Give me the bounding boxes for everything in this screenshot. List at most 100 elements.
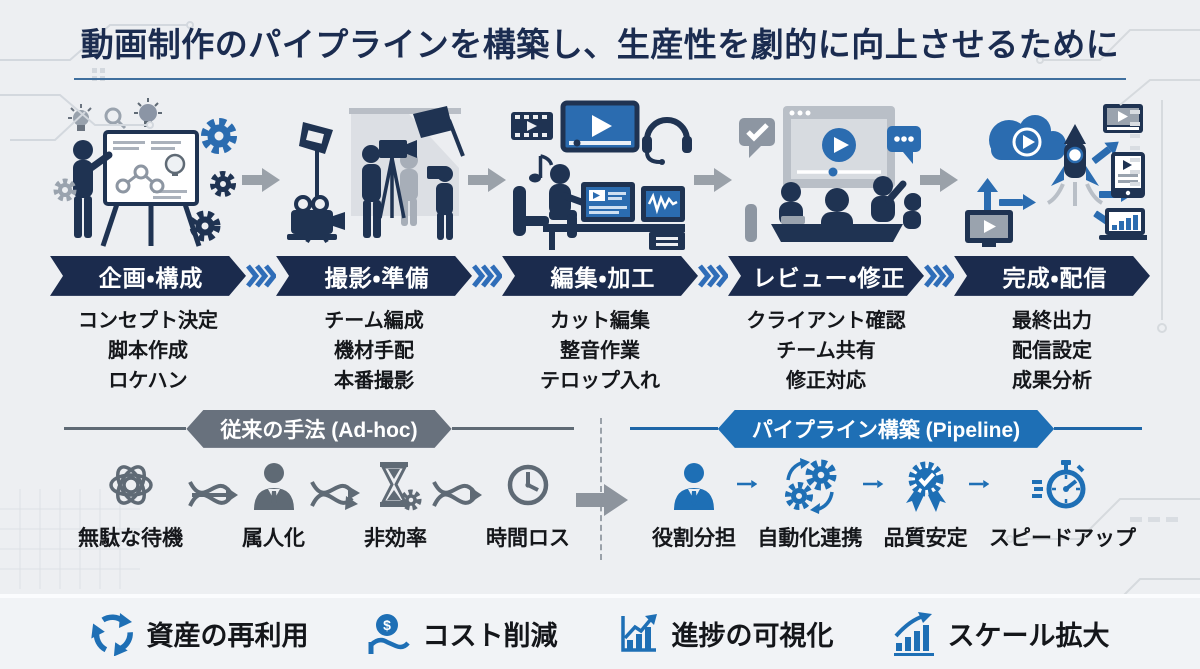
bullet-item: 修正対応 — [786, 369, 866, 392]
video-player-icon — [560, 100, 640, 153]
arrow-icon — [863, 479, 884, 488]
bullet-item: 成果分析 — [1012, 369, 1092, 392]
stage-bullets: クライアント確認 チーム共有 修正対応 — [728, 306, 924, 396]
stage-label: 企画・構成 — [98, 264, 204, 291]
tripod — [378, 157, 406, 219]
triple-chevron-icon — [924, 264, 954, 288]
adhoc-panel: 従来の手法 (Ad-hoc) 無駄な待機 — [50, 410, 600, 562]
benefit-label: 進捗の可視化 — [671, 621, 834, 651]
gear-icon — [805, 459, 837, 491]
adhoc-item: 無駄な待機 — [78, 458, 183, 552]
music-note-icon — [529, 154, 554, 183]
adhoc-item: 属人化 — [242, 458, 305, 552]
progress-chart-icon — [620, 613, 657, 652]
hourglass-gear-icon — [379, 461, 421, 511]
drawer-icon — [649, 231, 685, 250]
comparison-divider — [600, 417, 602, 560]
stage-banner-delivery: 完成・配信 — [954, 256, 1150, 296]
stage-bullets: チーム編成 機材手配 本番撮影 — [276, 306, 472, 396]
benefit-label: コスト削減 — [422, 621, 558, 651]
pipeline-item: 自動化連携 — [757, 457, 862, 552]
bullet-item: 本番撮影 — [334, 369, 414, 392]
stage-label: 撮影・準備 — [324, 264, 430, 291]
bullet-item: チーム共有 — [776, 339, 876, 362]
quality-badge-icon — [905, 461, 946, 512]
header-line — [630, 427, 718, 431]
pipeline-header: パイプライン構築 (Pipeline) — [630, 410, 1143, 448]
right-arrow-icon — [468, 167, 506, 192]
film-projector-icon — [287, 194, 345, 240]
adhoc-header: 従来の手法 (Ad-hoc) — [64, 410, 574, 448]
filmstrip-icon — [511, 111, 553, 140]
gears-sync-icon — [784, 457, 837, 514]
editing-illustration — [502, 98, 698, 250]
bulb-sketch-icon — [164, 153, 186, 176]
stage-banner-review: レビュー・修正 — [728, 256, 924, 296]
desk — [543, 223, 685, 232]
shooting-illustration — [276, 98, 472, 250]
laptop-icon — [781, 215, 805, 224]
benefit-item: $ コスト削減 — [367, 612, 558, 656]
tablet-icon — [1111, 151, 1145, 198]
pipeline-panel: パイプライン構築 (Pipeline) 役割分担 — [600, 410, 1150, 562]
page-title: 動画制作のパイプラインを構築し、生産性を劇的に向上させるために — [80, 26, 1120, 63]
pipeline-item: スピードアップ — [989, 458, 1136, 552]
bullet-item: ロケハン — [108, 369, 188, 392]
camera-operator-silhouette — [362, 139, 417, 238]
person-icon — [253, 462, 294, 510]
stage-gap — [920, 98, 958, 396]
gear-icon — [53, 178, 77, 202]
laptop-chart-icon — [1099, 207, 1147, 240]
review-meeting-icon — [739, 105, 921, 242]
triple-chevron-icon — [698, 264, 728, 288]
adhoc-items: 無駄な待機 属人化 — [50, 458, 600, 552]
benefit-item: 進捗の可視化 — [616, 612, 834, 656]
chair — [745, 203, 757, 242]
stage-gap — [468, 98, 506, 396]
gear-icon — [189, 210, 221, 242]
adhoc-item: 時間ロス — [486, 458, 570, 552]
cost-hand-icon: $ — [368, 613, 410, 654]
comparison-section: 従来の手法 (Ad-hoc) 無駄な待機 — [50, 410, 1150, 562]
pipeline-header-label: パイプライン構築 (Pipeline) — [751, 418, 1021, 442]
pipeline-item: 品質安定 — [884, 458, 968, 552]
pipeline-item-label: スピードアップ — [988, 526, 1136, 550]
bullet-item: テロップ入れ — [540, 369, 660, 392]
gear-icon — [400, 489, 421, 511]
stage-bullets: カット編集 整音作業 テロップ入れ — [502, 306, 698, 396]
stage-gap — [242, 98, 280, 396]
gear-icon — [210, 170, 236, 197]
stage-gap — [694, 98, 732, 396]
presentation-screen — [783, 105, 895, 188]
bullet-item: 脚本作成 — [108, 339, 188, 362]
adhoc-header-badge: 従来の手法 (Ad-hoc) — [186, 410, 451, 448]
person-icon — [674, 462, 714, 510]
adhoc-item: 非効率 — [364, 458, 427, 552]
review-illustration — [728, 98, 924, 250]
right-arrow-icon — [694, 167, 732, 192]
benefit-item: 資産の再利用 — [90, 612, 309, 656]
stage-review: レビュー・修正 クライアント確認 チーム共有 修正対応 — [728, 98, 924, 396]
adhoc-item-label: 属人化 — [242, 526, 305, 550]
bullet-item: 配信設定 — [1012, 339, 1092, 362]
right-arrow-icon — [242, 167, 280, 192]
bullet-item: チーム編成 — [324, 309, 424, 332]
rocket-icon — [1046, 123, 1104, 206]
bullet-item: カット編集 — [550, 309, 650, 332]
easel-legs — [100, 203, 202, 247]
pipeline-items: 役割分担 自動化連携 — [600, 457, 1150, 552]
stage-banner-planning: 企画・構成 — [50, 256, 246, 296]
tangled-arrows-icon — [187, 480, 238, 507]
bullet-item: コンセプト決定 — [78, 309, 218, 332]
stage-editing: 編集・加工 カット編集 整音作業 テロップ入れ — [502, 98, 698, 396]
arrow-icon — [968, 479, 989, 488]
planning-illustration — [50, 97, 246, 250]
pipeline-header-badge: パイプライン構築 (Pipeline) — [718, 410, 1054, 448]
attendee-silhouette — [903, 192, 921, 229]
title-underline — [74, 77, 1126, 80]
stage-shooting: 撮影・準備 チーム編成 機材手配 本番撮影 — [276, 98, 472, 396]
presenter-silhouette — [73, 139, 113, 238]
benefit-label: 資産の再利用 — [146, 621, 309, 651]
video-camera-icon — [379, 139, 407, 158]
